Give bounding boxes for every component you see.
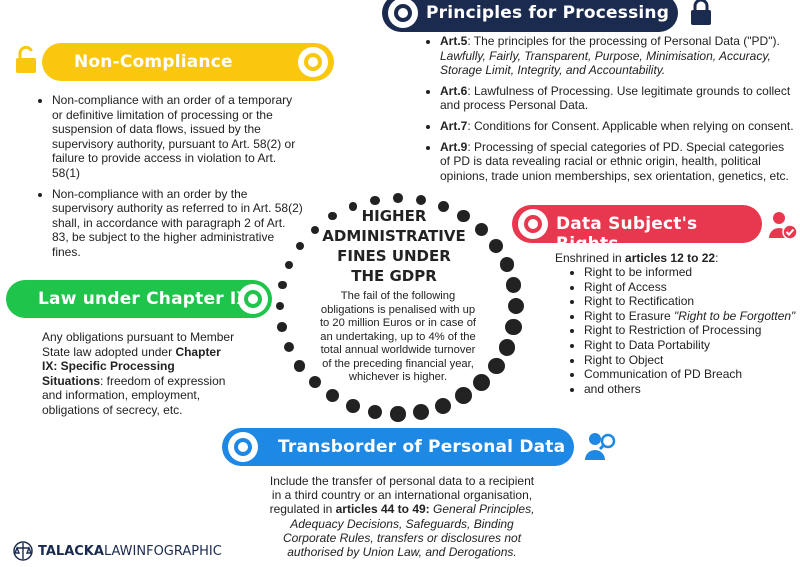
ring-dot (505, 318, 522, 336)
ring-dot (434, 397, 452, 414)
list-item: Art.7: Conditions for Consent. Applicabl… (440, 119, 794, 134)
ring-dot (415, 194, 427, 206)
ring-dot (326, 389, 339, 403)
list-item: Right to Erasure "Right to be Forgotten" (584, 309, 798, 324)
target-icon (228, 432, 258, 462)
law-header: Law under Chapter IX (6, 280, 272, 318)
ring-dot (277, 322, 288, 332)
list-item: and others (584, 382, 798, 397)
center-title: HIGHER ADMINISTRATIVE FINES UNDER THE GD… (322, 207, 466, 285)
list-item: Non-compliance with an order of a tempor… (52, 93, 304, 181)
list-item: Right to Rectification (584, 294, 798, 309)
target-icon (388, 0, 418, 28)
ring-dot (275, 301, 285, 311)
principles-title: Principles for Processing (426, 3, 670, 23)
ring-dot (506, 277, 522, 293)
ring-dot (283, 342, 295, 353)
ring-dot (455, 387, 472, 405)
target-icon (238, 284, 268, 314)
law-text: Any obligations pursuant to Member State… (42, 330, 235, 417)
user-search-icon (585, 433, 616, 460)
list-item: Right to Object (584, 353, 798, 368)
list-item: Right to Restriction of Processing (584, 323, 798, 338)
ring-dot (457, 210, 470, 223)
ring-dot (437, 200, 449, 212)
scales-globe-icon (13, 541, 33, 561)
ring-dot (328, 212, 337, 221)
noncompliance-list: Non-compliance with an order of a tempor… (34, 93, 304, 266)
principles-list: Art.5: The principles for the processing… (422, 34, 794, 189)
list-item: Right to be informed (584, 265, 798, 280)
rights-list: Right to be informed Right of Access Rig… (566, 265, 798, 396)
ring-dot (295, 241, 304, 250)
ring-dot (310, 225, 319, 234)
transborder-title: Transborder of Personal Data (278, 437, 566, 457)
transborder-header: Transborder of Personal Data (222, 428, 574, 466)
ring-dot (278, 280, 287, 290)
ring-dot (348, 201, 358, 211)
unlocked-padlock-icon (16, 46, 36, 73)
list-item: Art.9: Processing of special categories … (440, 140, 794, 184)
ring-dot (308, 376, 321, 389)
noncompliance-header: Non-Compliance (42, 43, 334, 81)
law-title: Law under Chapter IX (38, 289, 250, 309)
rights-intro: Enshrined in articles 12 to 22: (555, 251, 719, 265)
ring-dot (507, 297, 524, 314)
ring-dot (413, 403, 429, 420)
user-check-icon (769, 212, 798, 240)
logo: TALACKA LAWINFOGRAPHIC (12, 540, 222, 562)
ring-dot (390, 406, 406, 422)
noncompliance-title: Non-Compliance (74, 52, 233, 72)
ring-dot (499, 257, 515, 272)
list-item: Non-compliance with an order by the supe… (52, 187, 304, 260)
principles-header: Principles for Processing (382, 0, 678, 32)
logo-brand: TALACKA (38, 543, 104, 559)
list-item: Communication of PD Breach (584, 367, 798, 382)
ring-dot (393, 193, 403, 203)
target-icon (298, 47, 328, 77)
rights-title: Data Subject's Rights (556, 214, 698, 254)
ring-dot (370, 195, 380, 205)
ring-dot (294, 360, 306, 372)
ring-dot (367, 404, 383, 420)
ring-dot (498, 338, 516, 356)
ring-dot (474, 223, 488, 237)
center-body: The fail of the following obligations is… (319, 290, 477, 383)
rights-header: Data Subject's Rights (512, 205, 762, 254)
ring-dot (345, 398, 360, 413)
transborder-text: Include the transfer of personal data to… (269, 474, 535, 560)
ring-dot (487, 357, 505, 375)
ring-dot (284, 260, 294, 269)
padlock-icon (691, 0, 711, 25)
list-item: Right of Access (584, 280, 798, 295)
list-item: Art.6: Lawfulness of Processing. Use leg… (440, 84, 794, 113)
target-icon (518, 209, 548, 239)
ring-dot (472, 373, 490, 391)
logo-suffix: LAWINFOGRAPHIC (103, 543, 222, 559)
list-item: Art.5: The principles for the processing… (440, 34, 794, 78)
ring-dot (489, 239, 504, 253)
list-item: Right to Data Portability (584, 338, 798, 353)
